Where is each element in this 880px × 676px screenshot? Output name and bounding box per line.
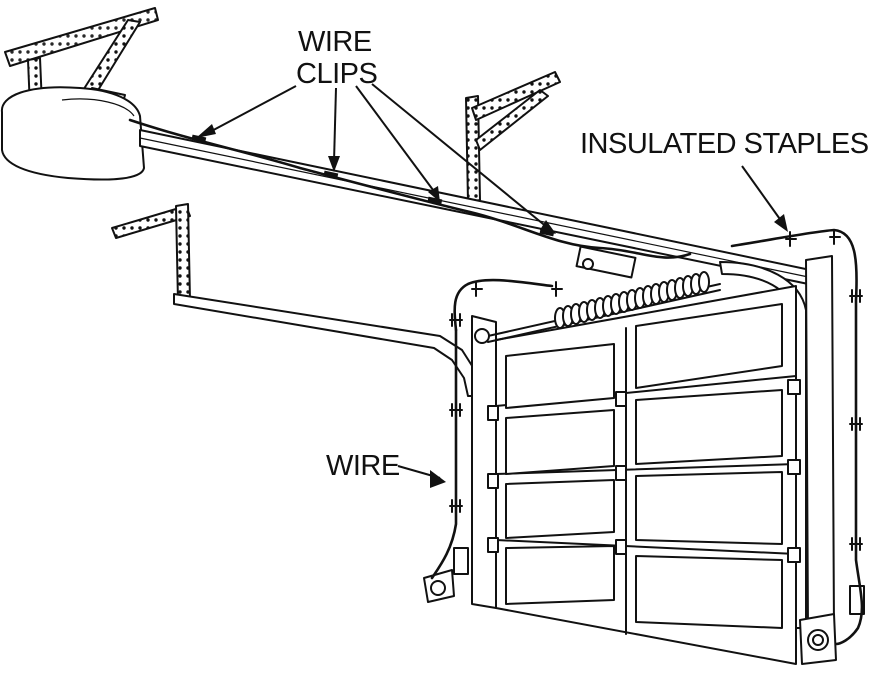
ceiling-bracket-center — [466, 72, 560, 202]
wire-arrow — [398, 466, 446, 488]
opener-motor-unit — [2, 87, 144, 179]
wire-label: WIRE — [326, 452, 400, 481]
wire-clips-label-line1: WIRE — [298, 28, 372, 57]
insulated-staples-arrow — [742, 166, 788, 232]
garage-door-panel — [488, 286, 800, 664]
wire-clips-label-line2: CLIPS — [296, 60, 377, 89]
insulated-staples-label: INSULATED STAPLES — [580, 130, 869, 159]
ceiling-bracket-back — [112, 204, 190, 302]
